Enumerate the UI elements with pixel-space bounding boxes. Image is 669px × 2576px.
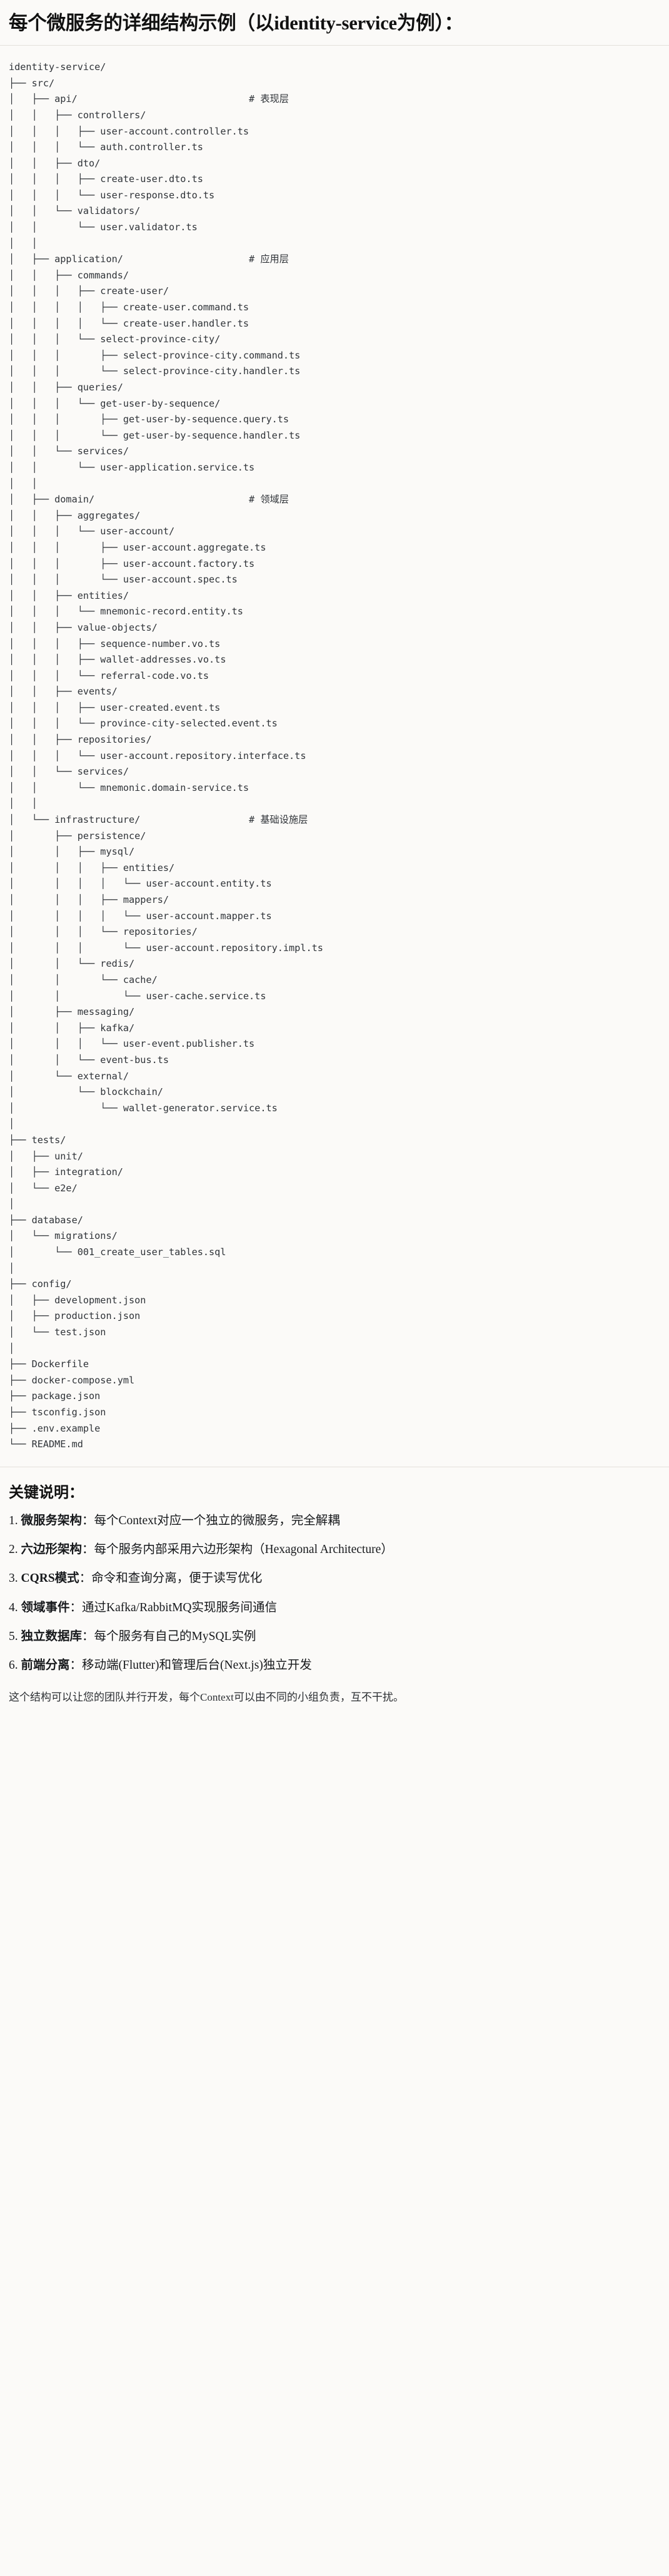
key-note-description: ：命令和查询分离，便于读写优化 — [79, 1572, 263, 1586]
key-note-description: ：每个服务有自己的MySQL实例 — [82, 1629, 256, 1643]
closing-paragraph: 这个结构可以让您的团队并行开发，每个Context可以由不同的小组负责，互不干扰… — [9, 1691, 404, 1704]
key-note-term: 领域事件 — [21, 1601, 70, 1614]
key-note-item: 微服务架构：每个Context对应一个独立的微服务，完全解耦 — [9, 1512, 660, 1530]
key-note-item: 领域事件：通过Kafka/RabbitMQ实现服务间通信 — [9, 1599, 660, 1617]
key-note-item: CQRS模式：命令和查询分离，便于读写优化 — [9, 1569, 660, 1587]
key-note-term: 前端分离 — [21, 1659, 70, 1672]
key-notes-section: 关键说明： 微服务架构：每个Context对应一个独立的微服务，完全解耦六边形架… — [0, 1467, 669, 1726]
key-note-term: 微服务架构 — [21, 1514, 83, 1527]
key-note-item: 六边形架构：每个服务内部采用六边形架构（Hexagonal Architectu… — [9, 1540, 660, 1559]
key-note-item: 独立数据库：每个服务有自己的MySQL实例 — [9, 1627, 660, 1646]
key-note-description: ：每个Context对应一个独立的微服务，完全解耦 — [82, 1514, 340, 1527]
document-page: 每个微服务的详细结构示例（以identity-service为例）： ident… — [0, 0, 669, 1726]
key-note-item: 前端分离：移动端(Flutter)和管理后台(Next.js)独立开发 — [9, 1656, 660, 1674]
key-notes-list: 微服务架构：每个Context对应一个独立的微服务，完全解耦六边形架构：每个服务… — [9, 1512, 660, 1675]
key-note-term: 独立数据库 — [21, 1629, 83, 1643]
key-note-description: ：每个服务内部采用六边形架构（Hexagonal Architecture） — [82, 1543, 393, 1557]
key-notes-title: 关键说明： — [9, 1484, 84, 1501]
page-title: 每个微服务的详细结构示例（以identity-service为例）： — [9, 13, 463, 34]
key-note-description: ：移动端(Flutter)和管理后台(Next.js)独立开发 — [69, 1659, 312, 1672]
directory-tree-section: identity-service/ ├── src/ │ ├── api/ # … — [0, 46, 669, 1467]
key-note-term: 六边形架构 — [21, 1543, 83, 1557]
key-note-description: ：通过Kafka/RabbitMQ实现服务间通信 — [69, 1601, 277, 1614]
directory-tree: identity-service/ ├── src/ │ ├── api/ # … — [9, 61, 323, 1450]
key-note-term: CQRS模式 — [21, 1572, 79, 1586]
document-header: 每个微服务的详细结构示例（以identity-service为例）： — [0, 0, 669, 46]
